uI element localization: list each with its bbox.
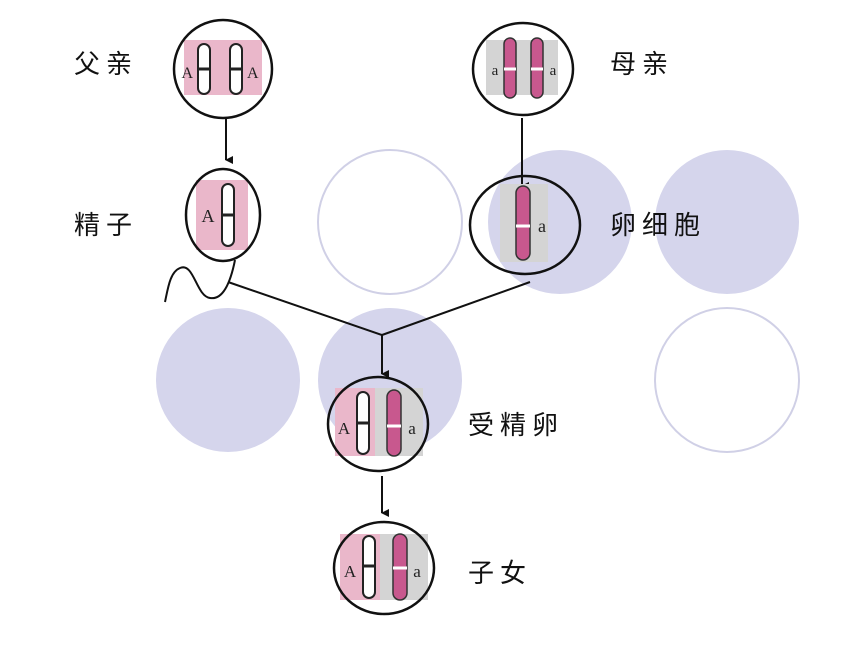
allele-label: A [202, 206, 215, 226]
label-mother: 母亲 [610, 50, 675, 80]
mother-cell: a a [471, 21, 575, 117]
allele-label: a [492, 63, 499, 79]
allele-label: A [247, 65, 259, 82]
decor-circle [655, 150, 799, 294]
allele-label: A [344, 562, 357, 581]
label-egg: 卵细胞 [610, 211, 707, 241]
label-offspring: 子女 [468, 559, 533, 589]
allele-label: a [413, 562, 421, 581]
sperm-tail [164, 259, 236, 303]
chromosome [515, 185, 531, 261]
offspring-cell: A a [332, 520, 436, 616]
decor-circle [654, 307, 800, 453]
chromosome [386, 389, 402, 457]
allele-label: a [538, 216, 546, 236]
label-zygote: 受精卵 [468, 411, 565, 441]
allele-label: a [550, 63, 557, 79]
connectors [164, 118, 531, 517]
allele-label: A [338, 419, 351, 438]
label-father: 父亲 [74, 50, 139, 80]
label-sperm: 精子 [74, 211, 139, 241]
father-cell: A A [172, 18, 274, 120]
decor-circles [156, 149, 800, 453]
zygote-cell: A a [326, 375, 430, 473]
allele-label: a [408, 419, 416, 438]
decor-circle [156, 308, 300, 452]
allele-label: A [181, 65, 193, 82]
sperm-cell: A [184, 167, 262, 263]
egg-cell: a [468, 174, 582, 276]
egg-merge-line [381, 281, 531, 336]
sperm-merge-line [227, 281, 383, 336]
decor-circle [317, 149, 463, 295]
